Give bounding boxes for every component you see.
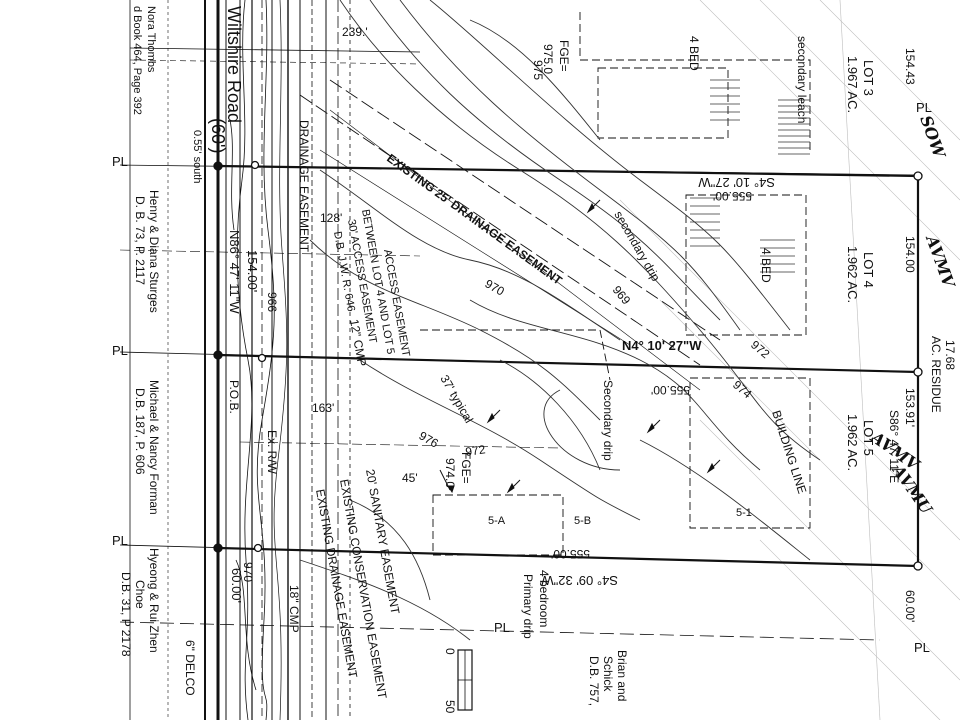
secondary-leach: secondary leach bbox=[795, 36, 809, 123]
svg-text:Michael & Nancy Forman: Michael & Nancy Forman bbox=[147, 380, 161, 515]
svg-text:LOT 3: LOT 3 bbox=[861, 60, 876, 96]
septic-5a: 5-A bbox=[488, 515, 506, 527]
svg-text:d Book 464, Page 392: d Book 464, Page 392 bbox=[131, 6, 143, 115]
drainage-easement-left: DRAINAGE EASEMENT bbox=[297, 120, 311, 253]
road-length-1: 154.00' bbox=[245, 250, 260, 292]
delco-label: 6" DELCO bbox=[183, 640, 197, 696]
svg-text:Brian and: Brian and bbox=[615, 650, 629, 701]
svg-text:D.B. 757,: D.B. 757, bbox=[587, 656, 601, 706]
bearing-line-3: S4° 09' 32"W bbox=[541, 573, 618, 588]
dist-239: 239.' bbox=[342, 25, 368, 39]
building-line: BUILDING LINE bbox=[769, 409, 809, 496]
bearing-east: S86° 47' 11"E bbox=[887, 410, 901, 483]
fge-value-2: 974.0 bbox=[443, 458, 457, 488]
scale-top: 0 bbox=[443, 648, 457, 655]
septic-5c: 5-1 bbox=[736, 507, 752, 519]
dist-128: 128' bbox=[320, 211, 342, 225]
contour-label: 976 bbox=[417, 428, 442, 450]
owner-choe: Hyeong & Rui Zhen Choe D.B. 31, P 2178 bbox=[119, 548, 161, 657]
pob-label: P.O.B. bbox=[227, 380, 241, 414]
svg-text:Choe: Choe bbox=[133, 580, 147, 609]
flow-arrows bbox=[439, 199, 721, 494]
contour-label: 972 bbox=[748, 338, 773, 362]
svg-text:1.962 AC.: 1.962 AC. bbox=[845, 414, 860, 471]
bed-note-3: 4 bedroom bbox=[537, 570, 551, 627]
length-line-2: 555.00' bbox=[651, 383, 690, 397]
fge-label-1: FGE= bbox=[557, 40, 571, 72]
handwritten-initials: SOW bbox=[916, 113, 949, 162]
right-of-way: Ex. R/W bbox=[265, 430, 279, 475]
dist-154-43: 154.43 bbox=[903, 48, 917, 85]
contour-label: 970 bbox=[483, 276, 508, 298]
road-bearing: N86° 47' 11"W bbox=[227, 230, 242, 314]
contour-label: 972 bbox=[464, 442, 486, 459]
road-south-note: 0.55' south bbox=[191, 130, 203, 183]
lot-boundaries bbox=[119, 47, 920, 641]
road-width: (60') bbox=[208, 118, 228, 153]
dist-153-91: 153.91' bbox=[903, 388, 917, 427]
pl-marker: PL bbox=[112, 533, 128, 548]
svg-text:1.967 AC.: 1.967 AC. bbox=[845, 56, 860, 113]
length-line-1: 555.00' bbox=[713, 189, 752, 203]
svg-text:LOT 4: LOT 4 bbox=[861, 252, 876, 288]
svg-text:D. B. 73, P. 2117: D. B. 73, P. 2117 bbox=[133, 196, 147, 285]
svg-text:17.68: 17.68 bbox=[943, 340, 957, 370]
road-name: Wiltshire Road bbox=[224, 6, 244, 123]
pl-marker: PL bbox=[916, 100, 932, 115]
svg-text:1.962 AC.: 1.962 AC. bbox=[845, 246, 860, 303]
septic-5b: 5-B bbox=[574, 515, 591, 527]
contour-label: 975 bbox=[531, 60, 545, 80]
lot5-label: LOT 5 1.962 AC. bbox=[845, 414, 876, 471]
bed-note-1: 4 BED bbox=[687, 36, 701, 71]
length-line-3: 555.00' bbox=[551, 547, 590, 561]
pl-marker: PL bbox=[112, 154, 128, 169]
dim-45: 45' bbox=[402, 471, 418, 485]
handwritten-initials: AVMV bbox=[922, 231, 959, 291]
secondary-drip-2: Secondary drip bbox=[601, 380, 615, 461]
svg-text:AC. RESIDUE: AC. RESIDUE bbox=[929, 336, 943, 413]
owner-sturges: Henry & Diana Sturges D. B. 73, P. 2117 bbox=[133, 190, 161, 313]
owner-forman: Michael & Nancy Forman D.B. 187, P. 606 bbox=[133, 380, 161, 515]
corner-pins bbox=[213, 160, 923, 571]
svg-text:D.B. 31, P 2178: D.B. 31, P 2178 bbox=[119, 572, 133, 657]
scale-bottom: 50 bbox=[443, 700, 457, 714]
contour-label: 966 bbox=[265, 292, 279, 312]
svg-text:D.B. 187, P. 606: D.B. 187, P. 606 bbox=[133, 388, 147, 475]
dist-163: 163' bbox=[312, 401, 334, 415]
house-hatching bbox=[690, 79, 810, 273]
contour-label: 974 bbox=[730, 378, 755, 402]
bearing-line-1: S4° 10' 27"W bbox=[698, 175, 775, 190]
svg-text:LOT 5: LOT 5 bbox=[861, 420, 876, 456]
pl-marker: PL bbox=[494, 620, 510, 635]
fge-label-2: FGE= bbox=[459, 452, 473, 484]
dist-60: 60.00' bbox=[903, 590, 917, 622]
septic-areas bbox=[420, 12, 811, 556]
road-length-2: 60.00' bbox=[229, 568, 244, 603]
lot4-label: LOT 4 1.962 AC. bbox=[845, 246, 876, 303]
bed-note-2: 4 BED bbox=[759, 248, 773, 283]
svg-text:Schick: Schick bbox=[601, 656, 615, 692]
lot3-label: LOT 3 1.967 AC. bbox=[845, 56, 876, 113]
contour-lines bbox=[299, 0, 821, 641]
svg-text:Hyeong & Rui Zhen: Hyeong & Rui Zhen bbox=[147, 548, 161, 653]
contour-label: 970 bbox=[241, 562, 255, 582]
residue-label: 17.68 AC. RESIDUE bbox=[929, 336, 957, 413]
drainage-easement-lines bbox=[299, 79, 721, 391]
pl-marker: PL bbox=[914, 640, 930, 655]
cmp-18: 18" CMP bbox=[287, 585, 301, 633]
dist-154-00: 154.00 bbox=[903, 236, 917, 273]
bearing-line-2: N4° 10' 27"W bbox=[622, 338, 702, 353]
owner-schick: Brian and Schick D.B. 757, bbox=[587, 650, 629, 706]
pl-marker: PL bbox=[112, 343, 128, 358]
typical-37: 37' typical bbox=[437, 373, 476, 426]
fge-value-1: 975.0 bbox=[541, 44, 555, 74]
svg-text:Henry & Diana Sturges: Henry & Diana Sturges bbox=[147, 190, 161, 313]
contour-label: 969 bbox=[610, 283, 634, 308]
svg-text:Nora Thombs: Nora Thombs bbox=[145, 6, 157, 73]
primary-drip: Primary drip bbox=[521, 574, 535, 639]
owner-nora: Nora Thombs d Book 464, Page 392 bbox=[131, 6, 157, 115]
scale-bar bbox=[457, 649, 473, 711]
